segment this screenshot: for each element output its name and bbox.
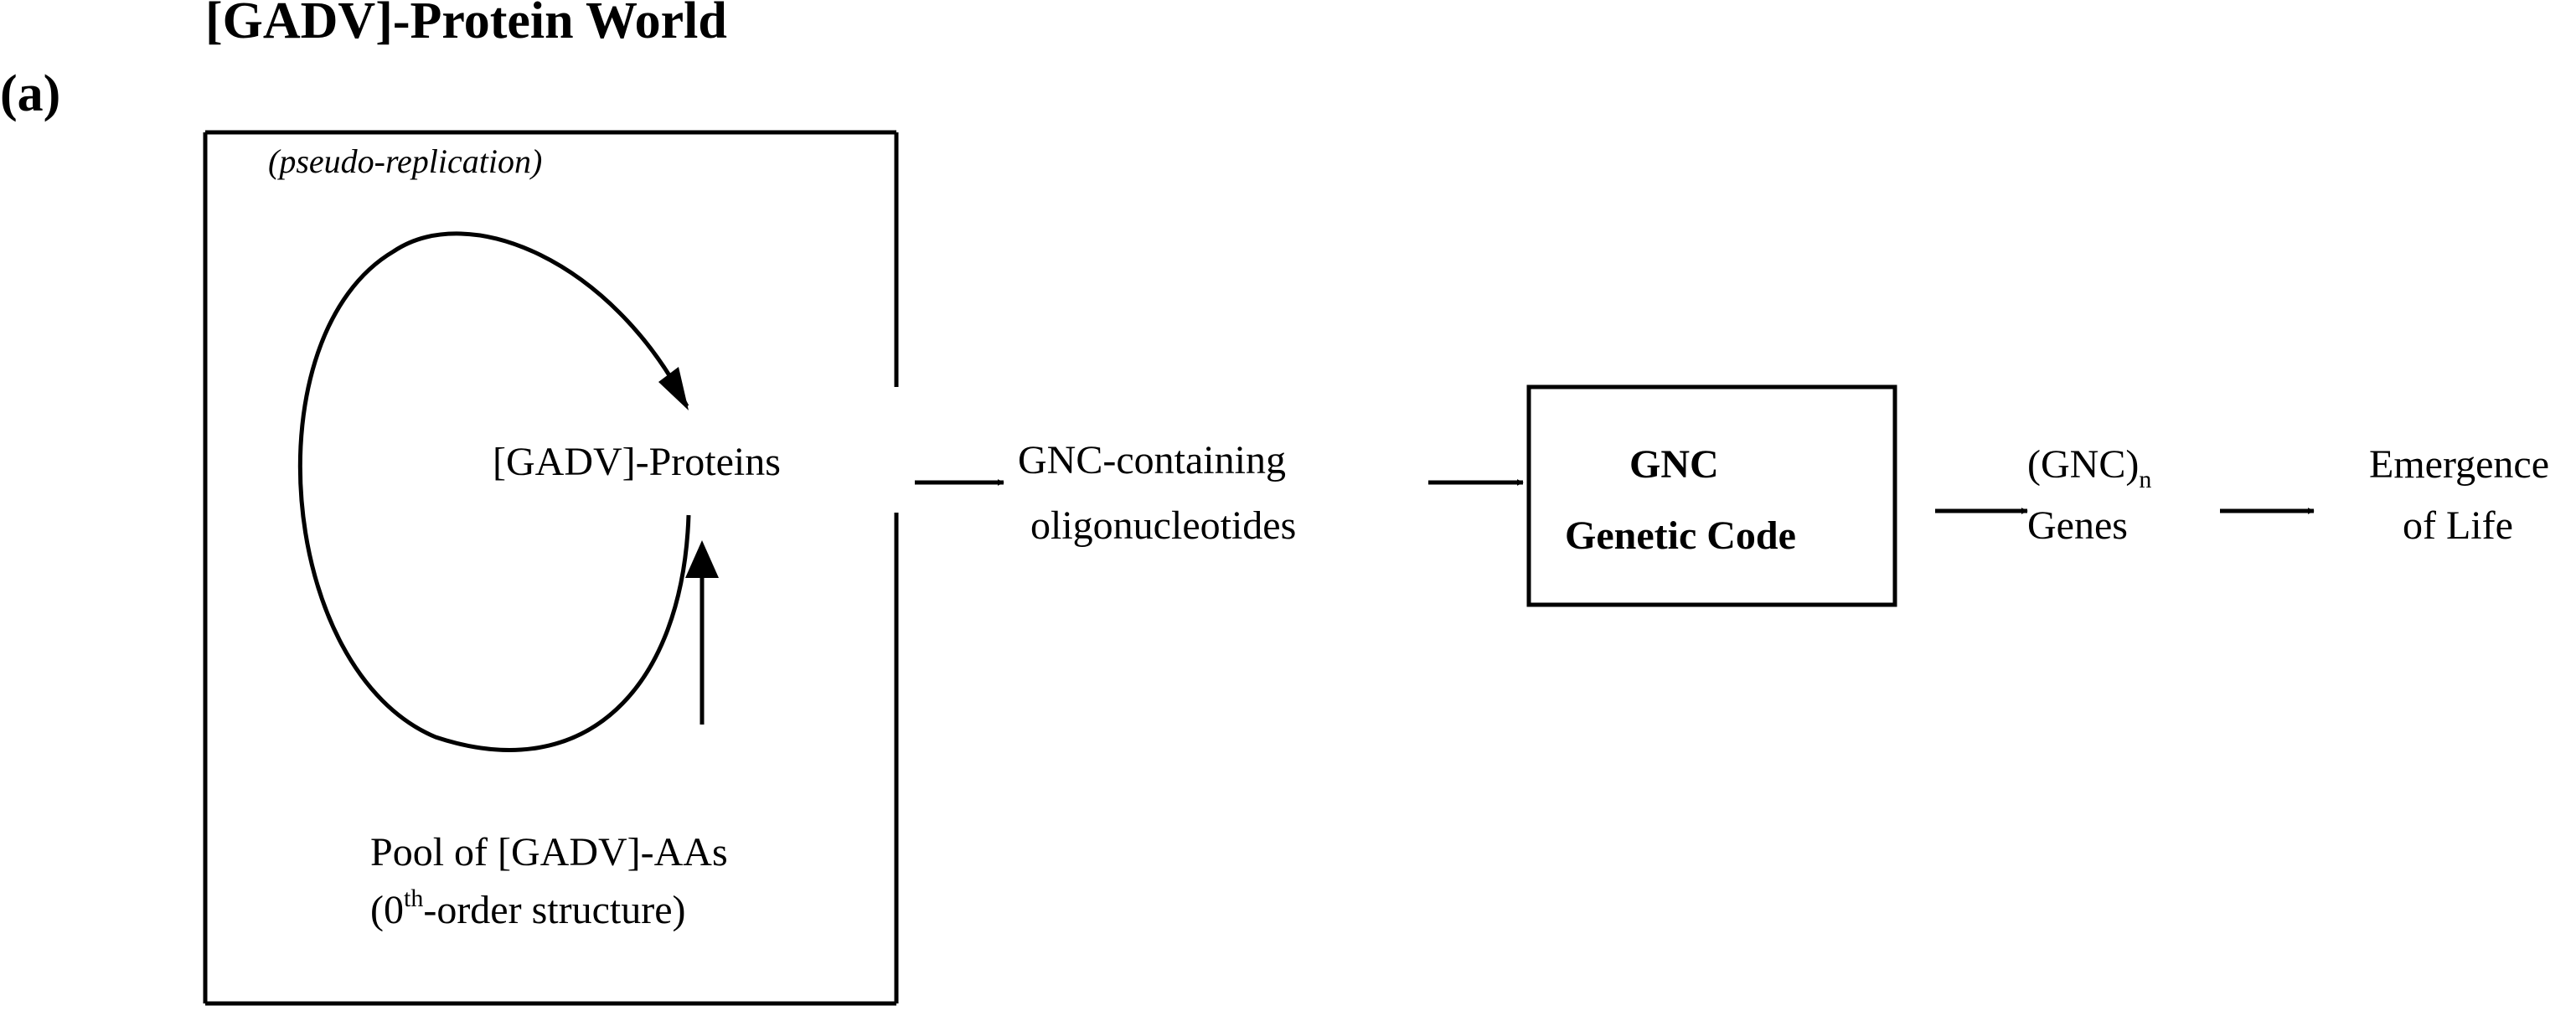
genetic-code-label: Genetic Code bbox=[1565, 513, 1796, 558]
genes-label: Genes bbox=[2027, 503, 2128, 548]
order-superscript: th bbox=[404, 885, 423, 912]
pseudo-replication-label: (pseudo-replication) bbox=[268, 142, 542, 180]
oligo-label-line1: GNC-containing bbox=[1018, 438, 1286, 482]
cycle-loop-arrow bbox=[297, 231, 691, 752]
gnc-n-label: (GNC)n bbox=[2027, 442, 2151, 493]
n-subscript: n bbox=[2139, 466, 2151, 493]
gadv-proteins-label: [GADV]-Proteins bbox=[493, 440, 781, 484]
pool-label: Pool of [GADV]-AAs bbox=[370, 830, 728, 874]
genetic-code-box bbox=[1526, 384, 1897, 607]
of-life-label: of Life bbox=[2403, 503, 2513, 548]
cycle-arrowhead bbox=[658, 367, 689, 410]
protein-world-box bbox=[203, 130, 899, 1006]
emergence-label: Emergence bbox=[2369, 442, 2549, 487]
figure-title: [GADV]-Protein World bbox=[205, 0, 727, 49]
order-structure-label: (0th-order structure) bbox=[370, 885, 686, 932]
panel-label: (a) bbox=[0, 65, 60, 122]
pool-arrowhead bbox=[685, 540, 719, 578]
gnc-label: GNC bbox=[1629, 442, 1719, 487]
oligo-label-line2: oligonucleotides bbox=[1030, 503, 1296, 548]
